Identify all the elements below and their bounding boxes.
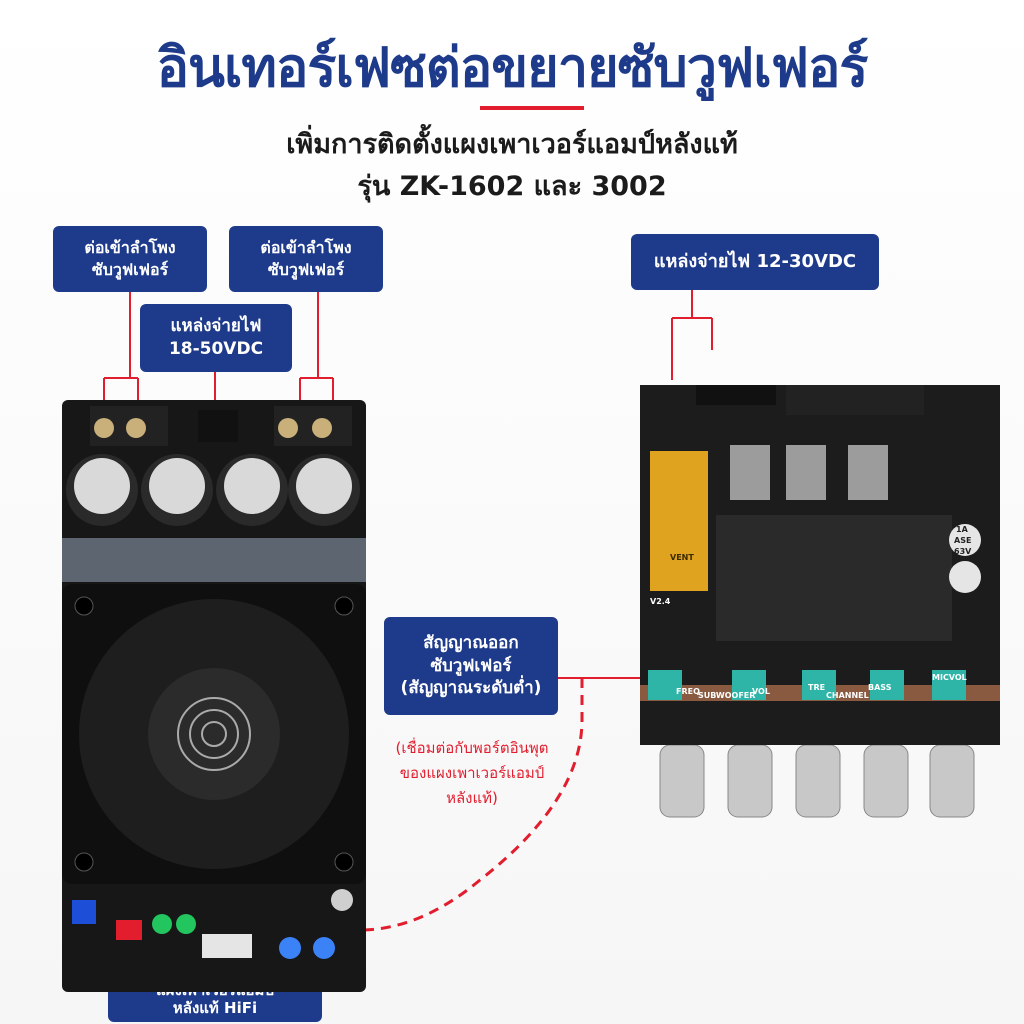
amp-board-label-line2: หลังแท้ HiFi (172, 999, 258, 1017)
power-right-label-text: แหล่งจ่ายไฟ 12-30VDC (653, 250, 857, 272)
page-title: อินเทอร์เฟซต่อขยายซับวูฟเฟอร์ (156, 36, 869, 99)
power-right-leader (671, 290, 713, 380)
power-terminal-left (198, 410, 238, 442)
subtitle-line-1: เพิ่มการติดตั้งแผงเพาเวอร์แอมป์หลังแท้ (286, 129, 738, 160)
sub-output-label-line3: (สัญญาณระดับต่ำ) (400, 678, 542, 699)
right-board-art (640, 350, 1000, 745)
speaker-left-label-line2: ซับวูฟเฟอร์ (91, 260, 169, 279)
right-tone-board: FREQ SUBWOOFER VOL TRE CHANNEL BASS MICV… (640, 350, 1000, 745)
speaker-right-label: ต่อเข้าลำโพง ซับวูฟเฟอร์ (229, 226, 383, 292)
green-cap (152, 914, 172, 934)
power-left-label-line2: 18-50VDC (168, 339, 264, 359)
left-board-art (62, 406, 366, 959)
speaker-terminals (786, 375, 924, 415)
sub-output-label: สัญญาณออก ซับวูฟเฟอร์ (สัญญาณระดับต่ำ) (384, 617, 558, 715)
note-line3: หลังแท้) (446, 788, 498, 807)
speaker-right-leader (299, 292, 334, 410)
knob-caps (659, 745, 975, 818)
cap-vent-text: VENT (670, 553, 694, 562)
knob-label-bass: BASS (868, 683, 892, 692)
knob-pot (932, 670, 966, 700)
input-connector (202, 934, 252, 958)
fan-logo-icon (177, 697, 251, 771)
speaker-left-leader (103, 292, 139, 410)
knob-label-tre: TRE (808, 683, 826, 692)
terminal-screw (278, 418, 298, 438)
sub-output-label-line1: สัญญาณออก (423, 632, 519, 653)
subtitle-line-2: รุ่น ZK-1602 และ 3002 (357, 171, 667, 202)
power-left-label: แหล่งจ่ายไฟ 18-50VDC (140, 304, 292, 372)
green-cap (176, 914, 196, 934)
left-amp-board (62, 400, 366, 992)
note-line2: ของแผงเพาเวอร์แอมป์ (399, 763, 545, 782)
dashed-connection (359, 678, 584, 932)
mosfet-row (62, 538, 366, 582)
speaker-right-label-line1: ต่อเข้าลำโพง (260, 238, 352, 258)
capacitors (66, 454, 360, 526)
sub-output-label-line2: ซับวูฟเฟอร์ (430, 655, 512, 676)
blue-cap (313, 937, 335, 959)
power-jack (696, 365, 736, 405)
cap-small-text-2: ASE (954, 536, 972, 545)
knob-label-vol: VOL (752, 687, 770, 696)
small-capacitor (949, 561, 981, 593)
small-capacitor (949, 524, 981, 556)
silver-cap (331, 889, 353, 911)
power-right-label: แหล่งจ่ายไฟ 12-30VDC (631, 234, 879, 290)
blue-cap (279, 937, 301, 959)
cap-small-text-3: 63V (954, 547, 972, 556)
power-left-label-line1: แหล่งจ่ายไฟ (170, 316, 262, 337)
knob-label-channel: CHANNEL (826, 691, 869, 700)
knob-pot (870, 670, 904, 700)
terminal-screw (94, 418, 114, 438)
knob-cap-icons (659, 745, 975, 818)
knob-pot (732, 670, 766, 700)
cap-small-text-1: 1A (956, 525, 968, 534)
dip-switch (116, 920, 142, 940)
power-terminal-right (736, 350, 776, 405)
connection-note: (เชื่อมต่อกับพอร์ตอินพุต ของแผงเพาเวอร์แ… (372, 736, 572, 810)
fan-hub (148, 668, 280, 800)
board-version: V2.4 (650, 597, 671, 606)
speaker-left-label-line1: ต่อเข้าลำโพง (84, 238, 176, 258)
speaker-right-label-line2: ซับวูฟเฟอร์ (267, 260, 345, 279)
knob-pot (802, 670, 836, 700)
knob-label-subwoofer: SUBWOOFER (698, 691, 756, 700)
title-underline (480, 106, 584, 110)
knob-pot (648, 670, 682, 700)
heatsink (716, 515, 952, 641)
potentiometer (72, 900, 96, 924)
speaker-left-label: ต่อเข้าลำโพง ซับวูฟเฟอร์ (53, 226, 207, 292)
terminal-screw (126, 418, 146, 438)
terminal-screw (312, 418, 332, 438)
knob-label-micvol: MICVOL (932, 673, 967, 682)
knob-label-freq: FREQ (676, 687, 700, 696)
tank-capacitor (650, 451, 708, 591)
note-line1: (เชื่อมต่อกับพอร์ตอินพุต (395, 739, 549, 757)
